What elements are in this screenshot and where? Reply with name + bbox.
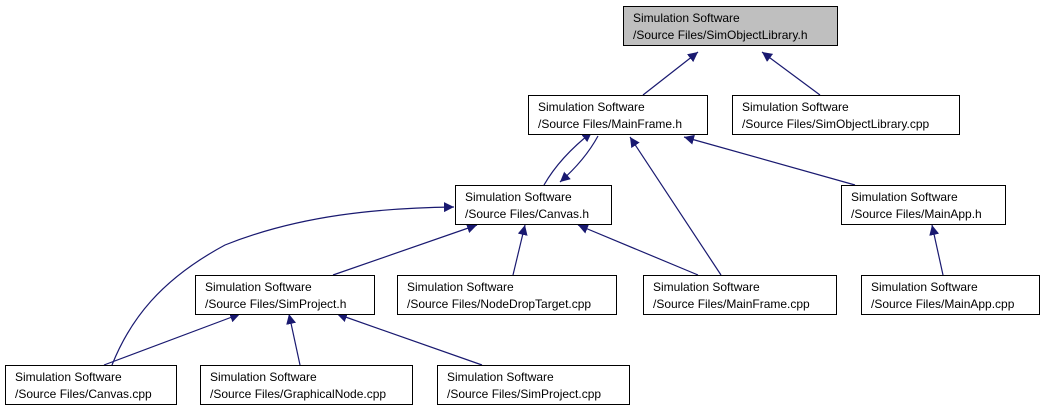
node-mainframe-cpp[interactable]: Simulation Software /Source Files/MainFr… [643, 275, 837, 315]
node-line-1: Simulation Software [447, 370, 554, 384]
node-line-1: Simulation Software [407, 280, 514, 294]
edge-mainapp-cpp-to-mainapp-h [929, 224, 944, 276]
node-line-1: Simulation Software [465, 190, 572, 204]
edge-mainframe-h-to-simobjectlibrary-h [642, 51, 699, 96]
edge-simobjectlibrary-cpp-to-simobjectlibrary-h [761, 51, 821, 96]
node-line-2: /Source Files/SimProject.h [205, 297, 347, 311]
node-line-2: /Source Files/SimObjectLibrary.cpp [742, 117, 930, 131]
edge-graphicalnode-cpp-to-simproject-h [286, 313, 301, 366]
node-mainapp-h[interactable]: Simulation Software /Source Files/MainAp… [841, 185, 1006, 225]
edge-mainapp-h-to-mainframe-h [683, 134, 856, 186]
node-line-1: Simulation Software [205, 280, 312, 294]
edge-canvas-cpp-to-canvas-h [111, 202, 455, 366]
node-line-1: Simulation Software [742, 100, 849, 114]
node-canvas-h[interactable]: Simulation Software /Source Files/Canvas… [455, 185, 612, 225]
node-simobjectlibrary-h[interactable]: Simulation Software /Source Files/SimObj… [623, 6, 838, 46]
edge-simproject-h-to-canvas-h [332, 223, 478, 276]
edge-mainframe-cpp-to-mainframe-h [629, 136, 722, 276]
edge-canvas-cpp-to-simproject-h [103, 312, 241, 366]
node-line-1: Simulation Software [538, 100, 645, 114]
edge-simproject-cpp-to-simproject-h [336, 312, 483, 366]
node-line-2: /Source Files/MainFrame.cpp [653, 297, 810, 311]
edge-mainframe-cpp-to-canvas-h [577, 224, 699, 276]
node-line-1: Simulation Software [15, 370, 122, 384]
node-simobjectlibrary-cpp[interactable]: Simulation Software /Source Files/SimObj… [732, 95, 960, 135]
node-line-1: Simulation Software [851, 190, 958, 204]
node-nodedroptarget-cpp[interactable]: Simulation Software /Source Files/NodeDr… [397, 275, 617, 315]
node-line-2: /Source Files/Canvas.h [465, 207, 590, 221]
node-line-2: /Source Files/NodeDropTarget.cpp [407, 297, 592, 311]
node-mainapp-cpp[interactable]: Simulation Software /Source Files/MainAp… [861, 275, 1040, 315]
node-line-1: Simulation Software [653, 280, 760, 294]
node-simproject-h[interactable]: Simulation Software /Source Files/SimPro… [195, 275, 375, 315]
edge-mainframe-h-to-canvas-h [559, 135, 599, 183]
node-line-1: Simulation Software [210, 370, 317, 384]
node-line-2: /Source Files/Canvas.cpp [15, 387, 152, 401]
node-line-2: /Source Files/GraphicalNode.cpp [210, 387, 387, 401]
edge-nodedroptarget-cpp-to-canvas-h [512, 224, 528, 276]
node-line-1: Simulation Software [871, 280, 978, 294]
node-line-1: Simulation Software [633, 11, 740, 25]
edge-canvas-h-to-mainframe-h [543, 131, 593, 186]
node-line-2: /Source Files/SimProject.cpp [447, 387, 602, 401]
node-mainframe-h[interactable]: Simulation Software /Source Files/MainFr… [528, 95, 708, 135]
node-canvas-cpp[interactable]: Simulation Software /Source Files/Canvas… [5, 365, 177, 405]
node-line-2: /Source Files/SimObjectLibrary.h [633, 28, 808, 42]
node-line-2: /Source Files/MainFrame.h [538, 117, 683, 131]
node-simproject-cpp[interactable]: Simulation Software /Source Files/SimPro… [437, 365, 630, 405]
node-line-2: /Source Files/MainApp.h [851, 207, 982, 221]
node-line-2: /Source Files/MainApp.cpp [871, 297, 1015, 311]
node-graphicalnode-cpp[interactable]: Simulation Software /Source Files/Graphi… [200, 365, 413, 405]
